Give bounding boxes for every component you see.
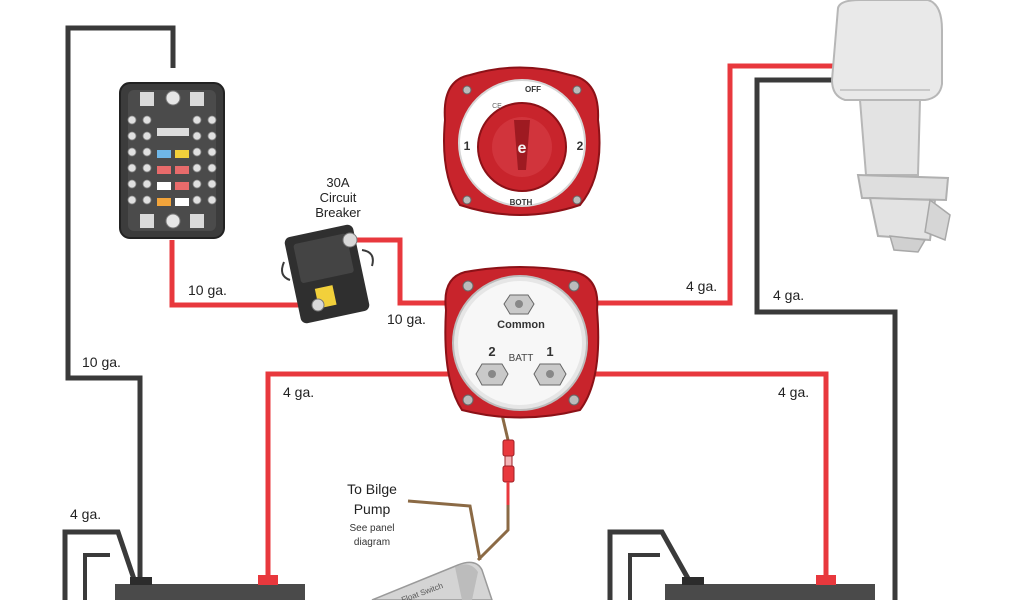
bilge-wire-fuse-to-float bbox=[476, 505, 510, 562]
bilge-pump-note-line1: See panel bbox=[349, 523, 394, 534]
positive-wire-post1-to-right-battery bbox=[549, 371, 829, 582]
positive-wire-post2-to-left-battery bbox=[265, 371, 492, 582]
float-switch: Float Switch bbox=[371, 561, 493, 600]
circuit-breaker-label-line3: Breaker bbox=[315, 205, 361, 220]
gauge-label-right-battery-pos: 4 ga. bbox=[778, 384, 809, 400]
left-battery bbox=[62, 529, 305, 600]
gauge-label-left-battery-pos: 4 ga. bbox=[283, 384, 314, 400]
bilge-pump-label-line2: Pump bbox=[354, 501, 391, 517]
gauge-label-breaker-to-common: 10 ga. bbox=[387, 311, 426, 327]
inline-fuse-holder bbox=[502, 439, 515, 505]
battery-switch-pos2-label: 2 bbox=[488, 344, 495, 359]
gauge-label-left-battery-neg: 4 ga. bbox=[70, 506, 101, 522]
bilge-pump-label-line1: To Bilge bbox=[347, 481, 397, 497]
positive-wire-fuse-to-breaker bbox=[169, 240, 305, 308]
right-battery bbox=[607, 529, 875, 600]
selector-pos2-label: 2 bbox=[577, 139, 584, 153]
circuit-breaker-label-line1: 30A bbox=[326, 175, 349, 190]
selector-pos1-label: 1 bbox=[464, 139, 471, 153]
battery-switch-batt-label: BATT bbox=[509, 353, 534, 364]
ground-wire-motor bbox=[754, 77, 898, 600]
gauge-label-fuse-to-breaker: 10 ga. bbox=[188, 282, 227, 298]
selector-off-label: OFF bbox=[525, 85, 541, 94]
gauge-label-left-ground: 10 ga. bbox=[82, 354, 121, 370]
battery-switch: Common BATT 2 1 bbox=[444, 266, 600, 419]
battery-selector-switch: OFF CE 1 2 BOTH e bbox=[443, 66, 601, 216]
selector-logo-mark: e bbox=[518, 140, 527, 157]
outboard-motor bbox=[830, 0, 951, 253]
bilge-pump-note-line2: diagram bbox=[354, 537, 390, 548]
bilge-pump-wire bbox=[407, 499, 482, 561]
battery-switch-common-label: Common bbox=[497, 319, 545, 331]
gauge-label-motor-ground: 4 ga. bbox=[773, 287, 804, 303]
circuit-breaker-label-line2: Circuit bbox=[320, 190, 357, 205]
ground-wire-fuse-block bbox=[65, 25, 176, 585]
selector-both-label: BOTH bbox=[510, 198, 533, 207]
battery-switch-pos1-label: 1 bbox=[546, 344, 553, 359]
gauge-label-motor-pos: 4 ga. bbox=[686, 278, 717, 294]
fuse-block bbox=[119, 82, 225, 239]
circuit-breaker bbox=[281, 224, 374, 324]
selector-ce-mark: CE bbox=[492, 103, 502, 110]
positive-wire-common-to-motor bbox=[519, 63, 835, 306]
